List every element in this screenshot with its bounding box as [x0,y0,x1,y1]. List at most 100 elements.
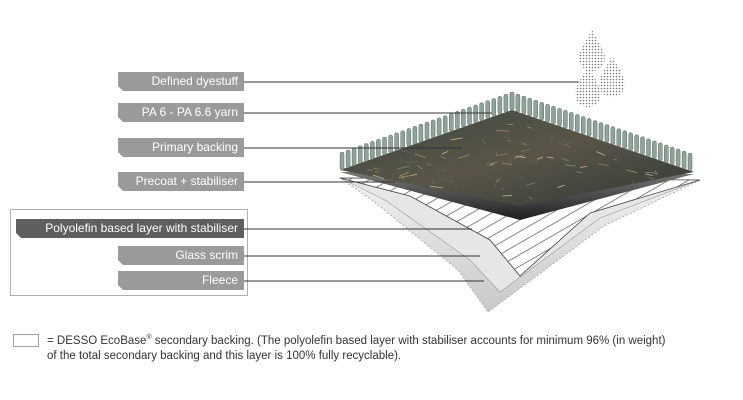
fibre-strand [579,166,588,168]
fibre-strand [367,168,374,172]
fibre-strand [374,170,377,175]
fibre-strand [454,185,458,187]
pile-tuft [412,126,418,145]
pile-tuft [509,91,515,111]
pile-tuft [675,148,681,168]
fibre-strand [374,170,380,173]
fibre-strand [397,166,410,170]
label-glass-scrim: Glass scrim [118,246,244,265]
legend-line2: of the total secondary backing and this … [47,349,402,362]
fibre-strand [596,151,606,156]
label-pa-yarn: PA 6 - PA 6.6 yarn [118,103,244,122]
fibre-strand [436,169,446,173]
pile-tuft [592,120,598,139]
fibre-strand [451,137,463,141]
label-fleece: Fleece [118,271,244,290]
pile-tuft [351,147,357,166]
fibre-strand [565,164,576,167]
fibre-strand [411,182,414,185]
fibre-strand [409,173,418,177]
fibre-strand [576,171,583,174]
pile-tuft [473,104,478,124]
pile-tuft [364,143,369,162]
label-polyolefin-layer: Polyolefin based layer with stabiliser [16,219,244,238]
pile-tuft [580,116,586,135]
pile-tuft [400,130,405,149]
fibre-strand [372,167,380,170]
fibre-strand [528,196,533,200]
pile-tuft [461,108,466,128]
label-primary-backing: Primary backing [118,138,244,157]
pile-tuft [598,122,604,141]
pile-tuft [634,134,639,153]
fibre-strand [564,142,569,147]
pile-tuft [687,152,693,172]
pile-tuft [652,140,657,160]
pile-tuft [497,96,503,115]
fibre-strand [653,172,659,175]
ecobase-group-box [10,209,248,296]
pile-tuft [339,151,345,171]
pile-tuft [539,101,544,121]
fibre-strand [486,161,498,166]
precoat-layer [340,172,694,220]
fibre-strand [401,175,405,180]
fibre-strand [550,135,554,140]
pile-tuft [479,102,484,121]
pile-tuft [515,93,521,113]
label-defined-dyestuff: Defined dyestuff [118,72,244,91]
pile-tuft [610,126,616,145]
pile-tuft [551,105,556,125]
fibre-strand [527,126,533,129]
fibre-strand [514,175,522,180]
fibre-strand [405,161,418,163]
fibre-strand [522,142,527,146]
pile-tuft [545,103,550,123]
pile-tuft [557,108,562,127]
pile-tuft [394,132,399,151]
legend-symbol: = [47,334,54,347]
fibre-strand [645,171,658,174]
pile-tuft [382,136,387,156]
pile-tuft [575,114,580,133]
fibre-strand [416,164,423,170]
pile-tuft [669,146,675,166]
fibre-strand [489,163,495,166]
pile-tuft [628,132,633,151]
pile-tuft [622,130,627,149]
fibre-strand [647,177,654,180]
pile-tuft [616,128,622,147]
pile-tuft [485,100,490,119]
fibre-strand [598,163,609,167]
pile-tuft [430,119,436,139]
pile-tuft [586,118,592,137]
fibre-strand [530,158,542,164]
glass-scrim-layer [339,177,701,293]
pile-tuft [491,98,497,117]
pile-tuft [509,91,515,111]
pile-tuft [467,106,472,126]
pile-tuft [604,124,610,143]
pile-tuft [640,136,645,155]
fibre-strand [457,154,470,159]
fibre-strand [613,159,618,161]
fibre-strand [645,173,653,176]
legend-registered: ® [146,334,152,341]
fibre-strand [495,152,498,156]
pile-tuft [370,141,375,160]
water-drops-icon [575,30,625,107]
pile-tuft [664,144,669,164]
pile-tuft [406,128,412,147]
fleece-layer [338,177,701,313]
pile-tuft [563,110,568,129]
fibre-strand [432,181,435,184]
fibre-strand [372,174,385,179]
label-precoat-stabiliser: Precoat + stabiliser [118,172,244,191]
pile-tuft [527,97,533,117]
fibre-strand [501,161,512,166]
pile-tuft [455,111,460,130]
pile-tuft [449,113,454,132]
pile-tuft [569,112,574,131]
fibre-strand [399,171,409,177]
